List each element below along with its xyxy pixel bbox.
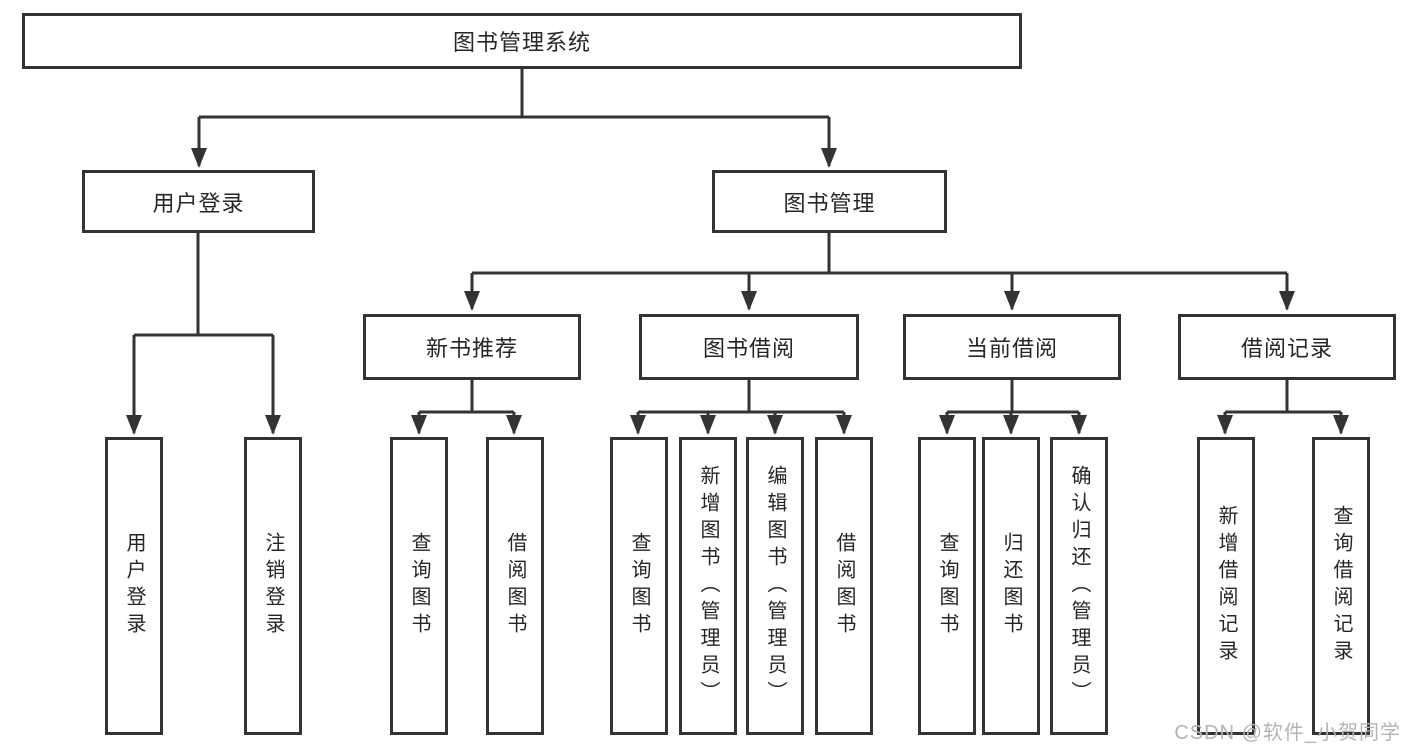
leaf-add-book-admin-label: 新增图书（管理员） xyxy=(697,464,719,708)
leaf-edit-book-admin-label: 编辑图书（管理员） xyxy=(764,464,786,708)
leaf-query-books-current: 查询图书 xyxy=(918,437,976,735)
node-book-management-label: 图书管理 xyxy=(783,190,876,216)
node-user-login-label: 用户登录 xyxy=(152,190,245,216)
leaf-query-borrow-record: 查询借阅记录 xyxy=(1312,437,1370,735)
leaf-add-borrow-record-label: 新增借阅记录 xyxy=(1215,505,1237,667)
leaf-borrow-books-recommend: 借阅图书 xyxy=(486,437,544,735)
leaf-query-books-recommend-label: 查询图书 xyxy=(408,532,430,640)
leaf-query-books-borrow-label: 查询图书 xyxy=(628,532,650,640)
leaf-return-books-label: 归还图书 xyxy=(1000,532,1022,640)
node-user-login: 用户登录 xyxy=(82,170,315,233)
leaf-borrow-books-borrow-label: 借阅图书 xyxy=(833,532,855,640)
node-root: 图书管理系统 xyxy=(22,13,1022,69)
leaf-query-books-recommend: 查询图书 xyxy=(390,437,448,735)
node-current-borrowing-label: 当前借阅 xyxy=(965,336,1058,361)
node-current-borrowing: 当前借阅 xyxy=(903,314,1121,380)
connector-trunk-lines xyxy=(134,68,1341,414)
leaf-add-borrow-record: 新增借阅记录 xyxy=(1197,437,1255,735)
node-root-label: 图书管理系统 xyxy=(452,30,591,55)
watermark-text: CSDN @软件_小贺同学 xyxy=(1174,722,1401,744)
node-borrowing-records-label: 借阅记录 xyxy=(1240,336,1333,361)
leaf-confirm-return-admin: 确认归还（管理员） xyxy=(1050,437,1108,735)
leaf-add-book-admin: 新增图书（管理员） xyxy=(679,437,737,735)
node-book-borrowing-label: 图书借阅 xyxy=(702,336,795,361)
leaf-logout: 注销登录 xyxy=(244,437,302,735)
node-book-management: 图书管理 xyxy=(712,170,947,233)
leaf-edit-book-admin: 编辑图书（管理员） xyxy=(746,437,804,735)
leaf-user-login: 用户登录 xyxy=(105,437,163,735)
node-borrowing-records: 借阅记录 xyxy=(1178,314,1396,380)
leaf-confirm-return-admin-label: 确认归还（管理员） xyxy=(1068,464,1090,708)
leaf-borrow-books-borrow: 借阅图书 xyxy=(815,437,873,735)
leaf-borrow-books-recommend-label: 借阅图书 xyxy=(504,532,526,640)
leaf-query-borrow-record-label: 查询借阅记录 xyxy=(1330,505,1352,667)
node-book-borrowing: 图书借阅 xyxy=(639,314,859,380)
leaf-return-books: 归还图书 xyxy=(982,437,1040,735)
node-new-book-recommendation-label: 新书推荐 xyxy=(425,336,518,361)
leaf-query-books-borrow: 查询图书 xyxy=(610,437,668,735)
leaf-user-login-label: 用户登录 xyxy=(123,532,145,640)
leaf-query-books-current-label: 查询图书 xyxy=(936,532,958,640)
leaf-logout-label: 注销登录 xyxy=(262,532,284,640)
node-new-book-recommendation: 新书推荐 xyxy=(363,314,581,380)
